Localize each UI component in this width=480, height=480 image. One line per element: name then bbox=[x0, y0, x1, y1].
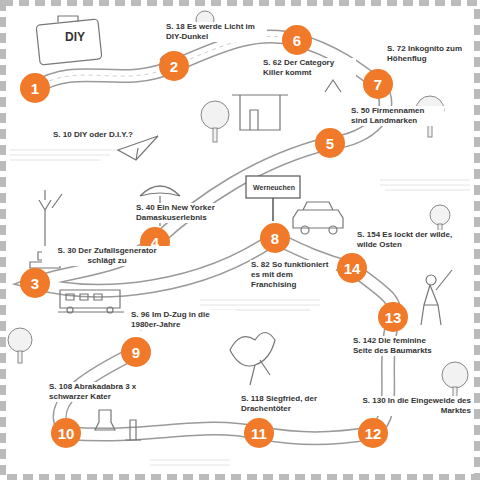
chapter-label: S. 30 Der Zufallsgenerator schlägt zu bbox=[42, 246, 172, 266]
callout-number: 14 bbox=[337, 253, 367, 283]
callout-number: 11 bbox=[244, 418, 274, 448]
chapter-circle: 6 bbox=[282, 25, 312, 55]
callout-number: 6 bbox=[282, 25, 312, 55]
chapter-circle: 2 bbox=[159, 51, 189, 81]
callout-number: 7 bbox=[363, 69, 393, 99]
chapter-label: S. 154 Es lockt der wilde, wilde Osten bbox=[356, 230, 474, 250]
sign-label: Werneuchen bbox=[247, 183, 301, 192]
chapter-label: S. 142 Die feminine Seite des Baumarkts bbox=[352, 336, 444, 356]
suitcase-label: DIY bbox=[54, 30, 96, 44]
chapter-label: S. 62 Der Category Killer kommt bbox=[262, 58, 356, 78]
callout-number: 12 bbox=[358, 418, 388, 448]
chapter-label: S. 108 Abrakadabra 3 x schwarzer Kater bbox=[48, 382, 154, 402]
chapter-circle: 9 bbox=[121, 337, 151, 367]
chapter-circle: 5 bbox=[315, 128, 345, 158]
callout-number: 1 bbox=[20, 73, 50, 103]
chapter-circle: 10 bbox=[51, 418, 81, 448]
callout-number: 9 bbox=[121, 337, 151, 367]
chapter-circle: 14 bbox=[337, 253, 367, 283]
chapter-circle: 7 bbox=[363, 69, 393, 99]
chapter-circle: 12 bbox=[358, 418, 388, 448]
callout-number: 8 bbox=[260, 223, 290, 253]
chapter-label: S. 82 So funktioniert es mit dem Franchi… bbox=[250, 260, 336, 290]
chapter-label: S. 96 Im D-Zug in die 1980er-Jahre bbox=[130, 310, 236, 330]
callout-number: 13 bbox=[378, 302, 408, 332]
chapter-label: S. 130 In die Eingeweide des Marktes bbox=[358, 396, 472, 416]
callout-number: 5 bbox=[315, 128, 345, 158]
chapter-label: S. 50 Firmennamen sind Landmarken bbox=[350, 106, 444, 126]
chapter-circle: 3 bbox=[20, 268, 50, 298]
callout-number: 10 bbox=[51, 418, 81, 448]
chapter-circle: 8 bbox=[260, 223, 290, 253]
chapter-label: S. 118 Siegfried, der Drachentöter bbox=[240, 394, 346, 414]
chapter-label: S. 18 Es werde Licht im DIY-Dunkel bbox=[165, 22, 267, 42]
chapter-label: S. 72 Inkognito zum Höhenflug bbox=[386, 44, 474, 64]
chapter-label: S. 40 Ein New Yorker Damaskuserlebnis bbox=[135, 203, 237, 223]
chapter-circle: 1 bbox=[20, 73, 50, 103]
callout-number: 2 bbox=[159, 51, 189, 81]
chapter-circle: 13 bbox=[378, 302, 408, 332]
chapter-circle: 11 bbox=[244, 418, 274, 448]
callout-number: 3 bbox=[20, 268, 50, 298]
chapter-label: S. 10 DIY oder D.I.Y.? bbox=[52, 130, 134, 140]
